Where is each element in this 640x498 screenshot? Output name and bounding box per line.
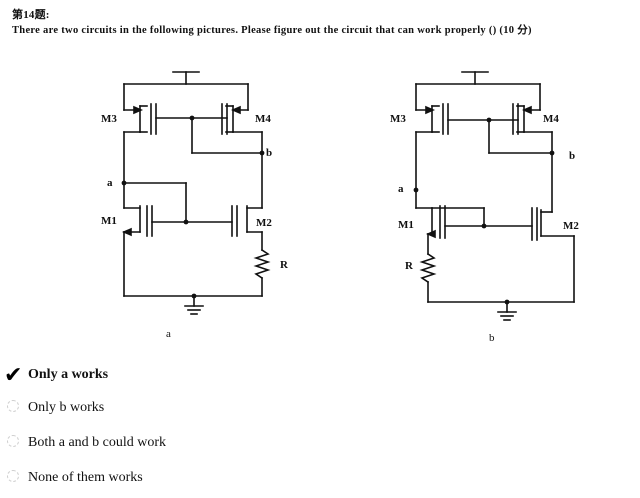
circuit-b-r-label: R bbox=[405, 260, 413, 272]
circuit-b-node-b-label: b bbox=[569, 150, 576, 162]
circuit-b-drawing bbox=[415, 71, 575, 321]
option-label: Only a works bbox=[28, 367, 109, 382]
circuit-b-m4-label: M4 bbox=[543, 113, 559, 125]
option-only-b[interactable]: Only b works bbox=[0, 395, 300, 421]
circuit-a-m4-label: M4 bbox=[255, 113, 271, 125]
option-label: Only b works bbox=[28, 400, 105, 415]
circuit-a-m1-label: M1 bbox=[101, 215, 117, 227]
radio-icon bbox=[0, 469, 28, 487]
circuit-a-m2-label: M2 bbox=[256, 217, 272, 229]
checkmark-icon: ✔ bbox=[4, 362, 23, 388]
option-label: Both a and b could work bbox=[28, 435, 167, 450]
circuit-a-drawing bbox=[121, 71, 271, 315]
circuit-b-m3-label: M3 bbox=[390, 113, 406, 125]
circuit-b-node-a-label: a bbox=[398, 183, 404, 195]
circuit-b-m2-label: M2 bbox=[563, 220, 579, 232]
question-header: 第14题: bbox=[12, 9, 50, 21]
circuit-b-caption: b bbox=[489, 332, 495, 344]
circuit-a-node-b-label: b bbox=[266, 147, 273, 159]
radio-icon bbox=[0, 434, 28, 452]
question-text: There are two circuits in the following … bbox=[12, 25, 532, 36]
circuit-a-node-a-label: a bbox=[107, 177, 113, 189]
option-label: None of them works bbox=[28, 470, 143, 485]
option-only-a[interactable]: ✔ Only a works bbox=[0, 362, 300, 388]
radio-icon bbox=[0, 399, 28, 417]
circuit-a-m3-label: M3 bbox=[101, 113, 117, 125]
circuit-a-caption: a bbox=[166, 328, 171, 340]
option-both[interactable]: Both a and b could work bbox=[0, 430, 300, 456]
circuit-b-m1-label: M1 bbox=[398, 219, 414, 231]
option-none[interactable]: None of them works bbox=[0, 465, 300, 491]
circuit-a-r-label: R bbox=[280, 259, 288, 271]
